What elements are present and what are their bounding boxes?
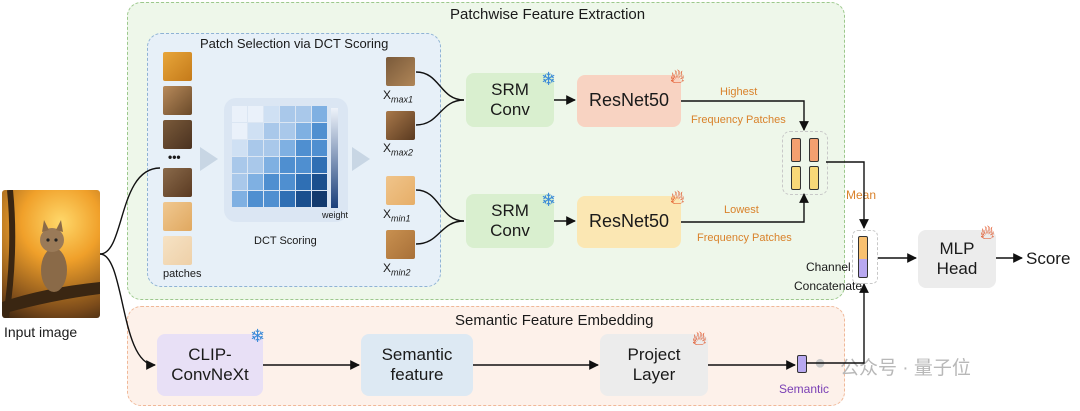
dct-to-selected-arrow <box>352 147 370 171</box>
snowflake-icon: ❄ <box>250 326 266 346</box>
xmin2-patch <box>386 230 415 259</box>
dct-cell <box>264 174 279 190</box>
dct-cell <box>232 123 247 139</box>
patch-4 <box>163 168 192 197</box>
dct-cell <box>248 123 263 139</box>
flame-icon: 🔥︎ <box>692 328 707 350</box>
xmax2-label: Xmax2 <box>383 141 414 158</box>
semantic-token-label: Semantic <box>779 382 830 396</box>
patch-ellipsis: ••• <box>168 150 181 164</box>
patch-2 <box>163 86 192 115</box>
dct-cell <box>264 140 279 156</box>
xmin1-patch <box>386 176 415 205</box>
dct-cell <box>296 157 311 173</box>
dct-cell <box>232 174 247 190</box>
clip-convnext-box: CLIP-ConvNeXt <box>157 334 263 396</box>
dct-scoring-grid <box>232 106 330 210</box>
dct-cell <box>312 157 327 173</box>
dct-cell <box>312 140 327 156</box>
dct-cell <box>248 106 263 122</box>
dct-cell <box>280 157 295 173</box>
dct-cell <box>264 157 279 173</box>
xmin1-label: Xmin1 <box>383 207 411 224</box>
score-label: Score <box>1026 249 1071 268</box>
dct-cell <box>280 191 295 207</box>
dct-cell <box>296 140 311 156</box>
xmin2-label: Xmin2 <box>383 261 411 278</box>
dct-cell <box>248 157 263 173</box>
dct-cell <box>280 140 295 156</box>
feature-token <box>791 166 801 190</box>
patch-3 <box>163 120 192 149</box>
snowflake-icon: ❄ <box>541 69 557 89</box>
xmax2-patch <box>386 111 415 140</box>
watermark-text: 公众号 · 量子位 <box>840 358 971 379</box>
highest-label: Highest <box>720 86 758 98</box>
dct-cell <box>248 174 263 190</box>
feature-token <box>809 138 819 162</box>
xmax1-label: Xmax1 <box>383 88 414 105</box>
lowest-frequency-label: Frequency Patches <box>697 232 792 244</box>
dct-cell <box>312 191 327 207</box>
input-image <box>2 190 100 318</box>
semantic-token <box>797 355 807 373</box>
dct-cell <box>264 123 279 139</box>
dct-cell <box>312 123 327 139</box>
dct-cell <box>280 174 295 190</box>
flame-icon: 🔥︎ <box>670 66 685 88</box>
wechat-icon: ● <box>814 352 827 374</box>
dct-cell <box>280 106 295 122</box>
resnet50-bottom: ResNet50 <box>577 196 681 248</box>
input-image-label: Input image <box>4 324 78 340</box>
snowflake-icon: ❄ <box>541 190 557 210</box>
dct-cell <box>312 174 327 190</box>
concatenate-label: Concatenate <box>794 279 863 293</box>
dct-cell <box>248 191 263 207</box>
feature-token <box>791 138 801 162</box>
patches-label: patches <box>163 268 202 280</box>
patches-to-dct-arrow <box>200 147 218 171</box>
feature-token <box>809 166 819 190</box>
dct-cell <box>312 106 327 122</box>
resnet50-top: ResNet50 <box>577 75 681 127</box>
dct-cell <box>296 106 311 122</box>
lowest-label: Lowest <box>724 204 759 216</box>
dct-cell <box>296 123 311 139</box>
flame-icon: 🔥︎ <box>980 222 995 244</box>
dct-cell <box>232 157 247 173</box>
patchwise-title: Patchwise Feature Extraction <box>450 6 646 23</box>
weight-label: weight <box>322 210 349 220</box>
feature-token-group <box>782 131 828 195</box>
highest-frequency-label: Frequency Patches <box>691 114 786 126</box>
dct-cell <box>296 174 311 190</box>
patch-5 <box>163 202 192 231</box>
dct-cell <box>232 191 247 207</box>
mean-label: Mean <box>846 188 877 202</box>
semantic-panel-title: Semantic Feature Embedding <box>455 312 654 329</box>
dct-panel-title: Patch Selection via DCT Scoring <box>200 36 389 51</box>
channel-label: Channel <box>806 260 851 274</box>
dct-cell <box>232 140 247 156</box>
patch-1 <box>163 52 192 81</box>
dct-cell <box>248 140 263 156</box>
dct-cell <box>264 191 279 207</box>
concat-token <box>858 236 868 278</box>
dct-scoring-label: DCT Scoring <box>254 235 317 247</box>
weight-bar <box>331 108 338 208</box>
patch-6 <box>163 236 192 265</box>
dct-cell <box>296 191 311 207</box>
dct-cell <box>232 106 247 122</box>
xmax1-patch <box>386 57 415 86</box>
dct-cell <box>280 123 295 139</box>
flame-icon: 🔥︎ <box>670 187 685 209</box>
dct-cell <box>264 106 279 122</box>
